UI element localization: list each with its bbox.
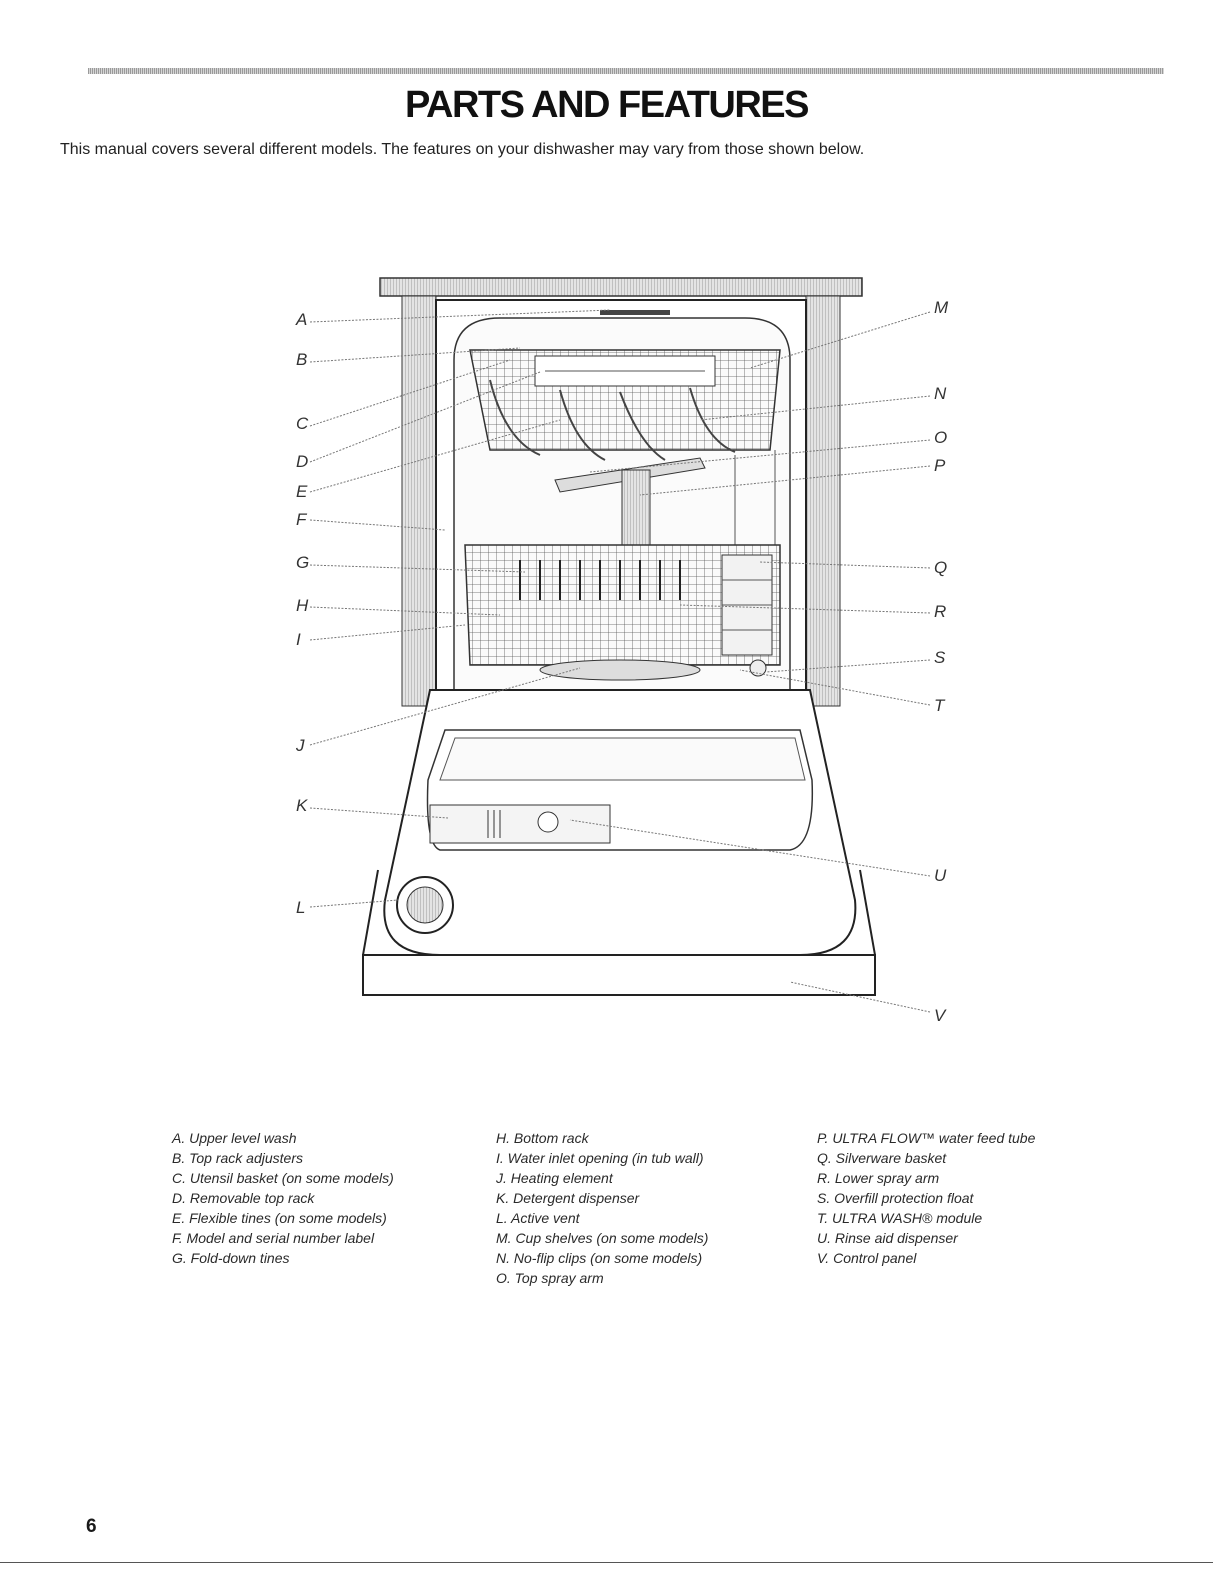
callout-b: B (296, 350, 308, 369)
callout-c: C (296, 414, 309, 433)
callout-o: O (934, 428, 948, 447)
legend-item: K. Detergent dispenser (496, 1190, 640, 1206)
legend-item: O. Top spray arm (496, 1270, 604, 1286)
callout-j: J (296, 736, 305, 755)
overfill-float (749, 659, 767, 677)
legend-item: N. No-flip clips (on some models) (496, 1250, 703, 1266)
countertop (379, 277, 863, 297)
dishwasher-diagram (309, 277, 931, 1013)
bottom-rack (464, 544, 781, 666)
legend-item: P. ULTRA FLOW™ water feed tube (817, 1130, 1036, 1146)
legend-column-2: H. Bottom rack I. Water inlet opening (i… (496, 1128, 708, 1288)
page-number: 6 (86, 1516, 97, 1537)
legend-item: B. Top rack adjusters (172, 1150, 303, 1166)
legend-item: T. ULTRA WASH® module (817, 1210, 983, 1226)
legend-column-3: P. ULTRA FLOW™ water feed tube Q. Silver… (817, 1128, 1035, 1268)
callout-u: U (934, 866, 947, 885)
legend-item: G. Fold-down tines (172, 1250, 290, 1266)
legend-item: D. Removable top rack (172, 1190, 315, 1206)
callout-r: R (934, 602, 947, 621)
legend-item: H. Bottom rack (496, 1130, 589, 1146)
legend-item: C. Utensil basket (on some models) (172, 1170, 394, 1186)
callout-d: D (296, 452, 309, 471)
footer-rule (0, 1562, 1213, 1563)
detergent-dispenser (429, 804, 611, 844)
control-panel (362, 954, 876, 996)
legend-item: I. Water inlet opening (in tub wall) (496, 1150, 704, 1166)
legend-item: Q. Silverware basket (817, 1150, 947, 1166)
lower-spray-arm (539, 659, 701, 681)
header-rule (88, 68, 1164, 74)
callout-p: P (934, 456, 946, 475)
callout-h: H (296, 596, 309, 615)
callout-a: A (296, 310, 308, 329)
callout-m: M (934, 298, 949, 317)
legend-item: J. Heating element (496, 1170, 613, 1186)
page-title: PARTS AND FEATURES (405, 84, 809, 126)
right-cabinet-wall (805, 295, 841, 707)
callout-s: S (934, 648, 946, 667)
legend-column-1: A. Upper level wash B. Top rack adjuster… (172, 1128, 394, 1268)
intro-text: This manual covers several different mod… (60, 141, 865, 158)
callout-l: L (296, 898, 306, 917)
callout-g: G (296, 553, 310, 572)
callout-n: N (934, 384, 947, 403)
callout-e: E (296, 482, 308, 501)
legend-item: L. Active vent (496, 1210, 580, 1226)
legend-item: E. Flexible tines (on some models) (172, 1210, 387, 1226)
legend-item: S. Overfill protection float (817, 1190, 974, 1206)
callout-f: F (296, 510, 307, 529)
legend-item: M. Cup shelves (on some models) (496, 1230, 709, 1246)
left-cabinet-wall (401, 295, 437, 707)
legend-item: U. Rinse aid dispenser (817, 1230, 958, 1246)
legend-item: R. Lower spray arm (817, 1170, 940, 1186)
legend-item: A. Upper level wash (172, 1130, 297, 1146)
callout-k: K (296, 796, 308, 815)
callout-t: T (934, 696, 945, 715)
legend-item: V. Control panel (817, 1250, 917, 1266)
callout-q: Q (934, 558, 948, 577)
callout-i: I (296, 630, 301, 649)
legend-item: F. Model and serial number label (172, 1230, 375, 1246)
callout-v: V (934, 1006, 946, 1025)
